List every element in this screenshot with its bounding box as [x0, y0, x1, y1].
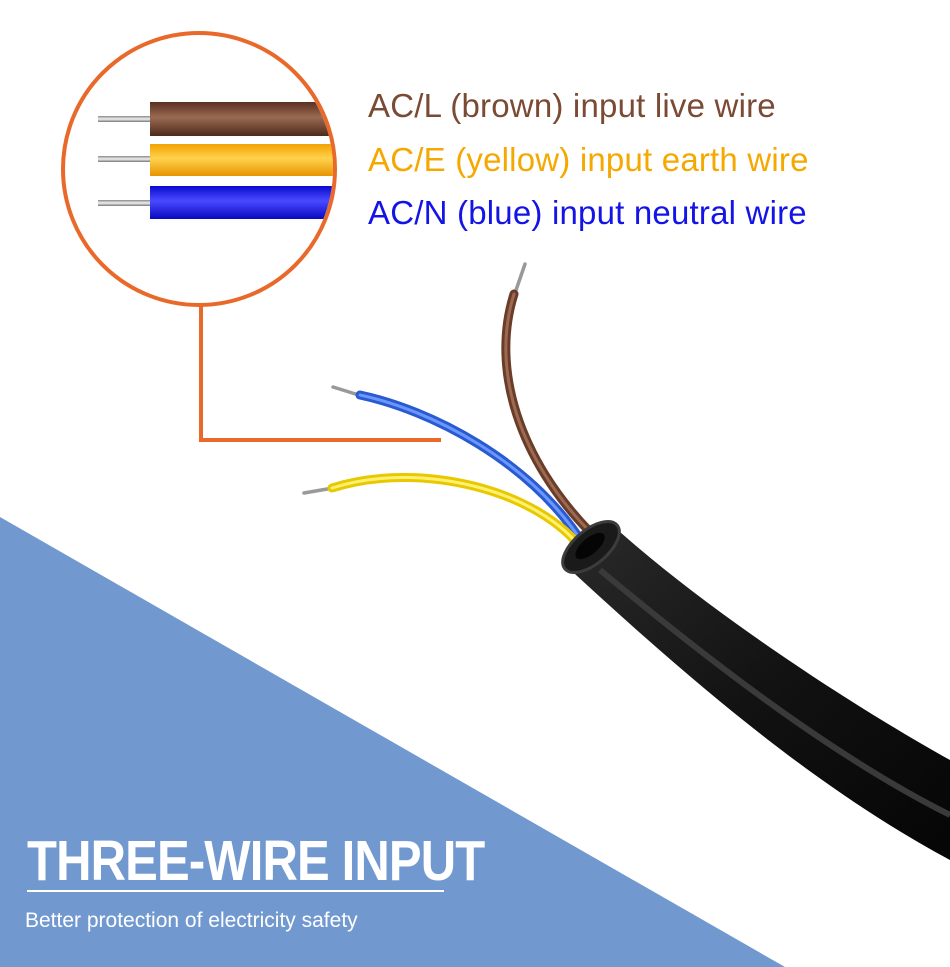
background-panel: [0, 517, 785, 967]
wire-label-earth: AC/E (yellow) input earth wire: [368, 141, 809, 178]
wire-label-neutral: AC/N (blue) input neutral wire: [368, 194, 807, 231]
headline-divider: [27, 890, 444, 892]
magnifier-callout-icon: [61, 31, 337, 307]
callout-connector: [199, 302, 441, 442]
headline: THREE-WIRE INPUT: [27, 829, 485, 893]
three-wire-cable-icon: [302, 262, 950, 860]
subheadline: Better protection of electricity safety: [25, 909, 358, 932]
wire-label-live: AC/L (brown) input live wire: [368, 87, 776, 124]
